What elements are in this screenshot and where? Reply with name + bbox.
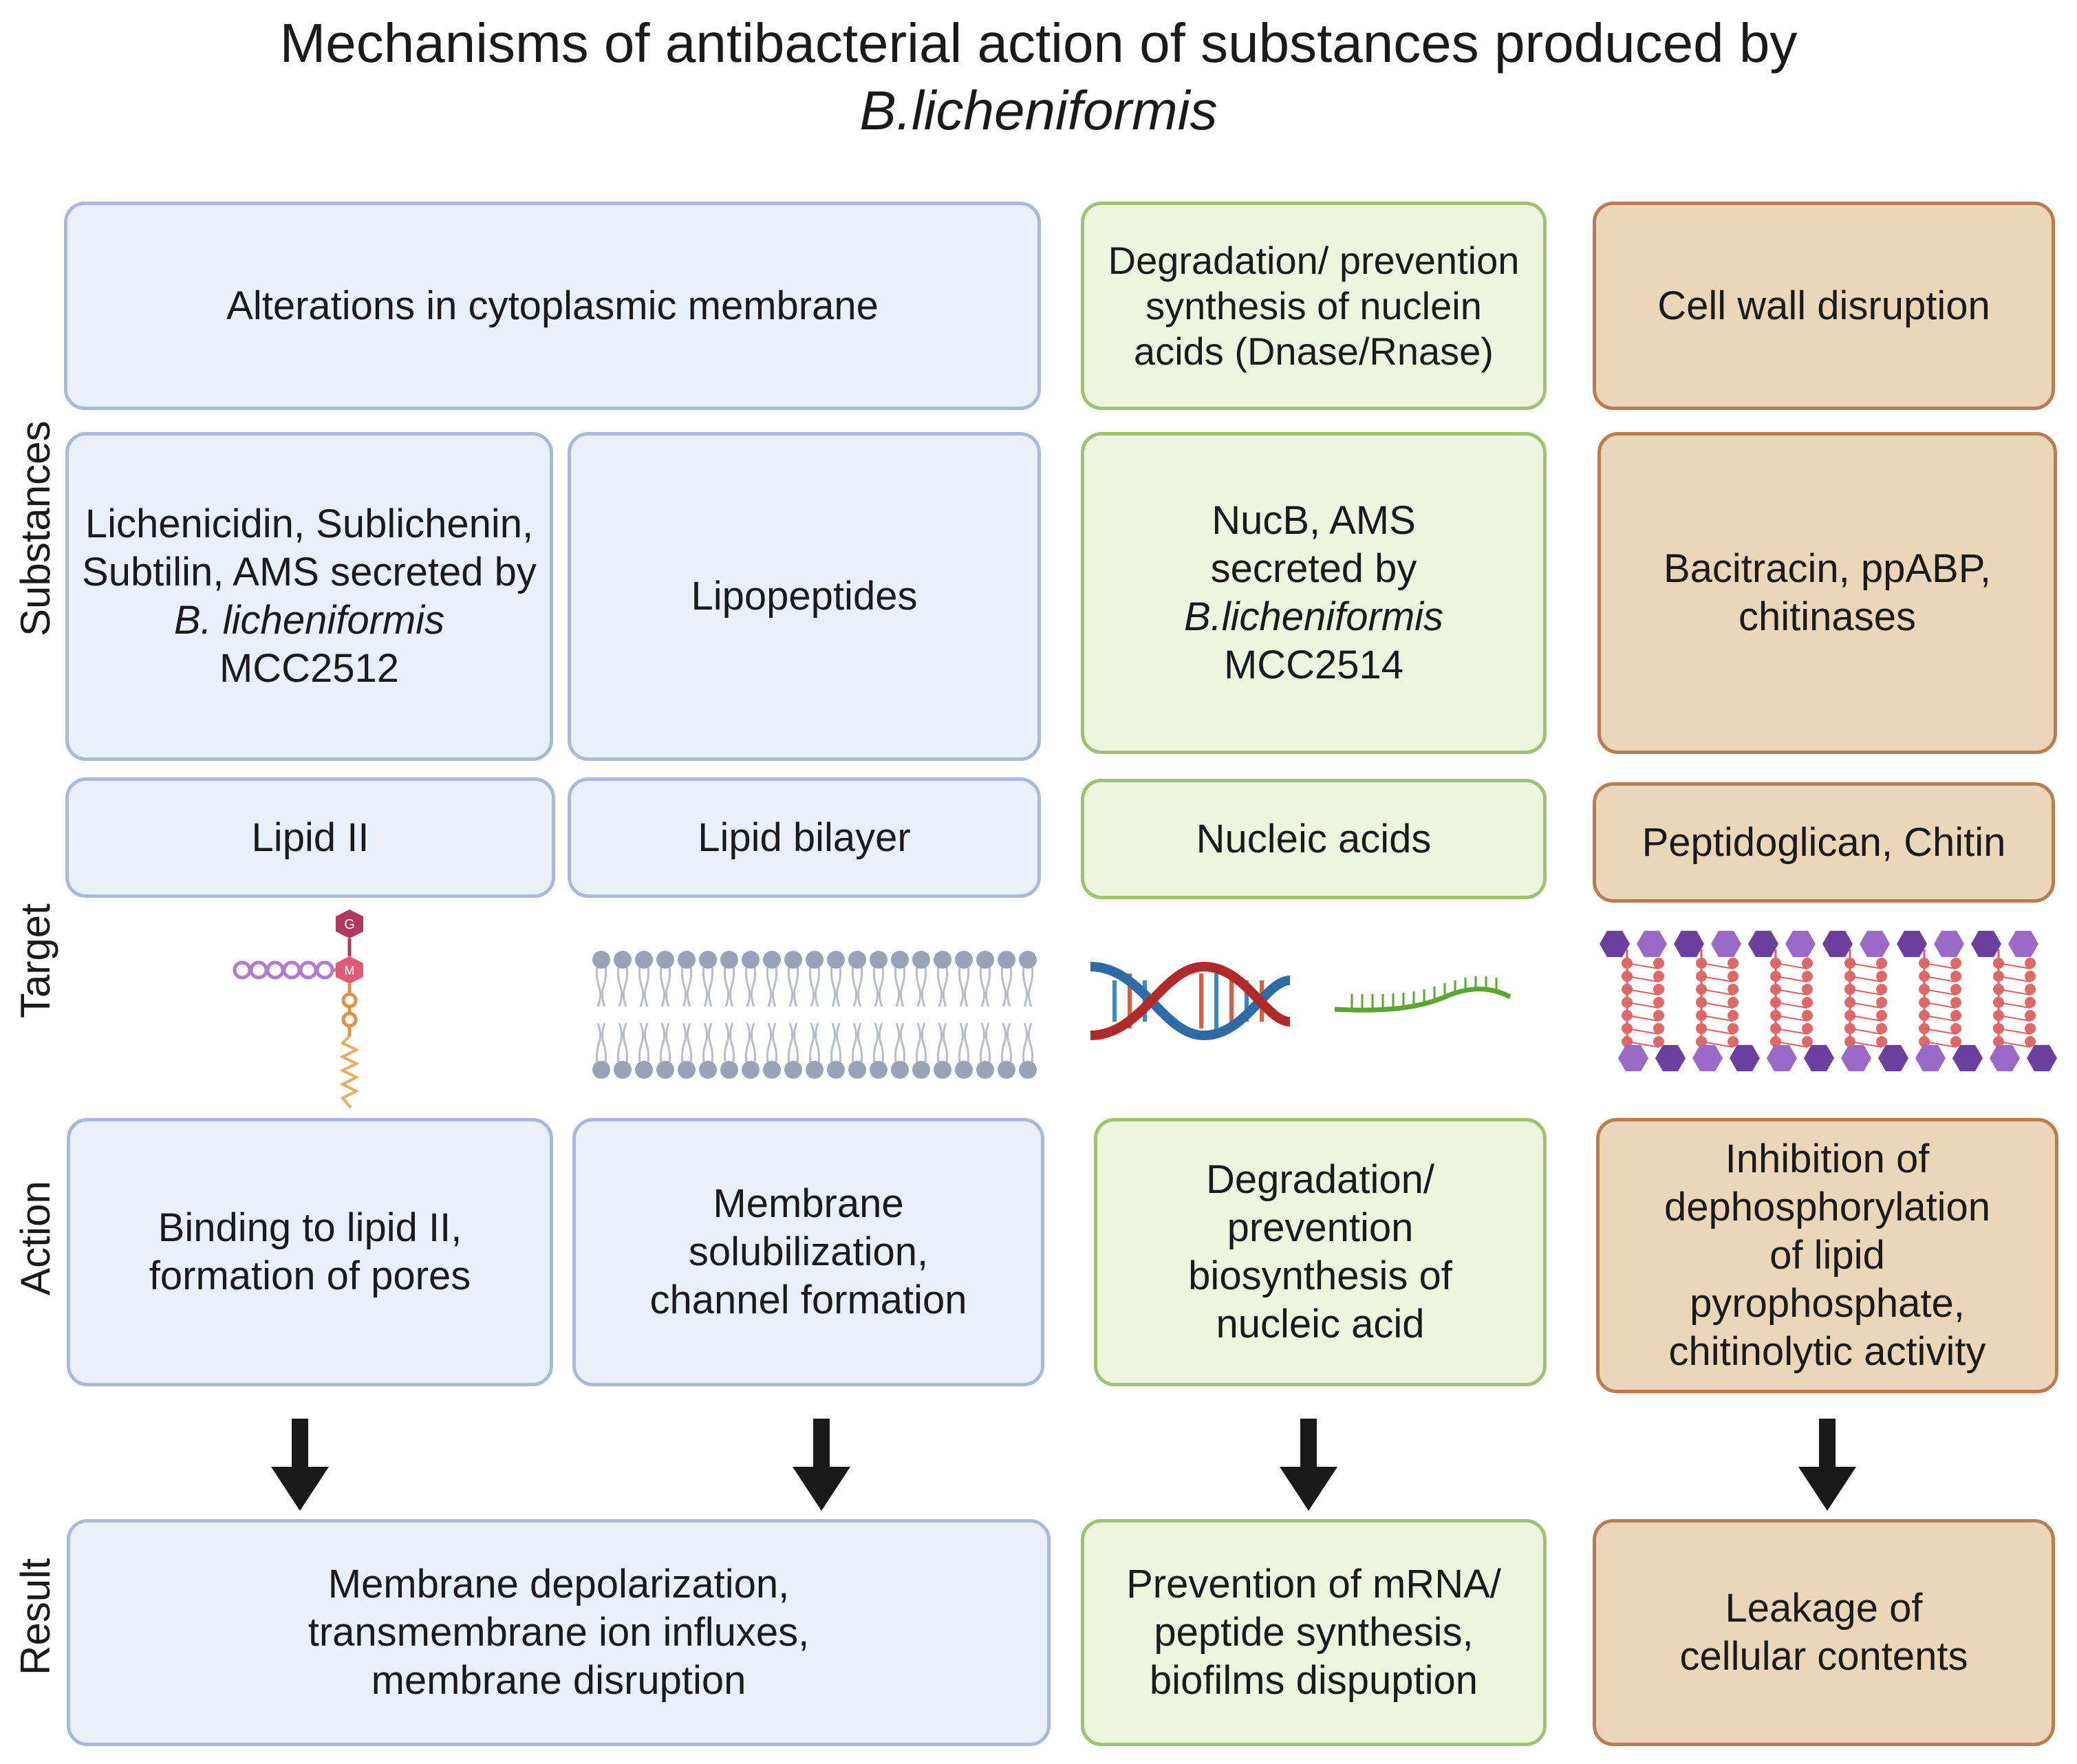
category-nucleic-text: Degradation/ prevention synthesis of nuc… [1108, 238, 1520, 373]
row-label-action: Action [12, 1181, 58, 1295]
substances-col1-species: B. licheniformis [173, 598, 445, 643]
target-col4: Peptidoglican, Chitin [1593, 782, 2055, 903]
target-col2-text: Lipid bilayer [698, 815, 911, 860]
row-label-result: Result [12, 1558, 58, 1675]
result-cellwall-text: Leakage of cellular contents [1679, 1586, 1968, 1679]
title-line1: Mechanisms of antibacterial action of su… [279, 12, 1798, 74]
arrow-down-icon [1280, 1419, 1337, 1511]
action-col3-text: Degradation/ prevention biosynthesis of … [1188, 1157, 1452, 1346]
action-col1-text: Binding to lipid II, formation of pores [149, 1205, 471, 1298]
action-col2: Membrane solubilization, channel formati… [572, 1118, 1044, 1386]
substances-col1-strain: MCC2512 [219, 646, 400, 691]
substances-col1: Lichenicidin, Sublichenin, Subtilin, AMS… [65, 432, 553, 761]
target-col4-text: Peptidoglican, Chitin [1642, 819, 2006, 865]
target-col3: Nucleic acids [1081, 779, 1547, 899]
dna-icon [1090, 961, 1291, 1041]
action-col4-text: Inhibition of dephosphorylation of lipid… [1664, 1137, 1991, 1374]
action-col1: Binding to lipid II, formation of pores [67, 1118, 553, 1386]
result-nucleic: Prevention of mRNA/ peptide synthesis, b… [1081, 1519, 1547, 1746]
target-col2: Lipid bilayer [568, 777, 1041, 898]
arrow-down-icon [271, 1419, 329, 1511]
lipid-ii-m-label: M [345, 964, 355, 978]
substances-col4: Bacitracin, ppABP, chitinases [1597, 432, 2057, 754]
arrow-down-icon [793, 1419, 850, 1511]
substances-col4-text: Bacitracin, ppABP, chitinases [1663, 546, 1992, 639]
substances-col3-strain: MCC2514 [1223, 643, 1404, 687]
action-col2-text: Membrane solubilization, channel formati… [649, 1181, 967, 1322]
category-nucleic: Degradation/ prevention synthesis of nuc… [1081, 202, 1547, 410]
result-membrane-text: Membrane depolarization, transmembrane i… [308, 1562, 810, 1703]
row-label-target: Target [12, 903, 58, 1018]
target-col1: Lipid II [65, 777, 555, 898]
lipid-ii-icon: G M [233, 910, 363, 1109]
lipid-ii-g-label: G [344, 917, 355, 932]
title-species: B.licheniformis [859, 80, 1218, 141]
result-membrane: Membrane depolarization, transmembrane i… [67, 1519, 1051, 1746]
action-col4: Inhibition of dephosphorylation of lipid… [1596, 1118, 2058, 1393]
substances-col3-text: NucB, AMS secreted by [1210, 498, 1417, 591]
category-cellwall: Cell wall disruption [1593, 202, 2055, 410]
result-cellwall: Leakage of cellular contents [1593, 1519, 2055, 1746]
result-nucleic-text: Prevention of mRNA/ peptide synthesis, b… [1126, 1562, 1501, 1703]
substances-col1-text: Lichenicidin, Sublichenin, Subtilin, AMS… [82, 502, 537, 594]
substances-col2-text: Lipopeptides [691, 574, 918, 619]
arrow-down-icon [1798, 1419, 1856, 1511]
substances-col3: NucB, AMS secreted by B.licheniformis MC… [1081, 432, 1547, 754]
target-col3-text: Nucleic acids [1196, 816, 1432, 861]
category-membrane: Alterations in cytoplasmic membrane [64, 202, 1041, 410]
substances-col2: Lipopeptides [568, 432, 1041, 761]
lipid-bilayer-icon [592, 951, 1037, 1079]
target-col1-text: Lipid II [251, 815, 369, 860]
category-membrane-text: Alterations in cytoplasmic membrane [226, 283, 879, 328]
action-col3: Degradation/ prevention biosynthesis of … [1094, 1118, 1547, 1386]
rna-icon [1334, 976, 1511, 1013]
row-label-substances: Substances [12, 420, 58, 636]
substances-col3-species: B.licheniformis [1183, 594, 1444, 639]
diagram-title: Mechanisms of antibacterial action of su… [0, 10, 2077, 144]
category-cellwall-text: Cell wall disruption [1657, 283, 1990, 328]
peptidoglycan-icon [1600, 930, 2057, 1072]
